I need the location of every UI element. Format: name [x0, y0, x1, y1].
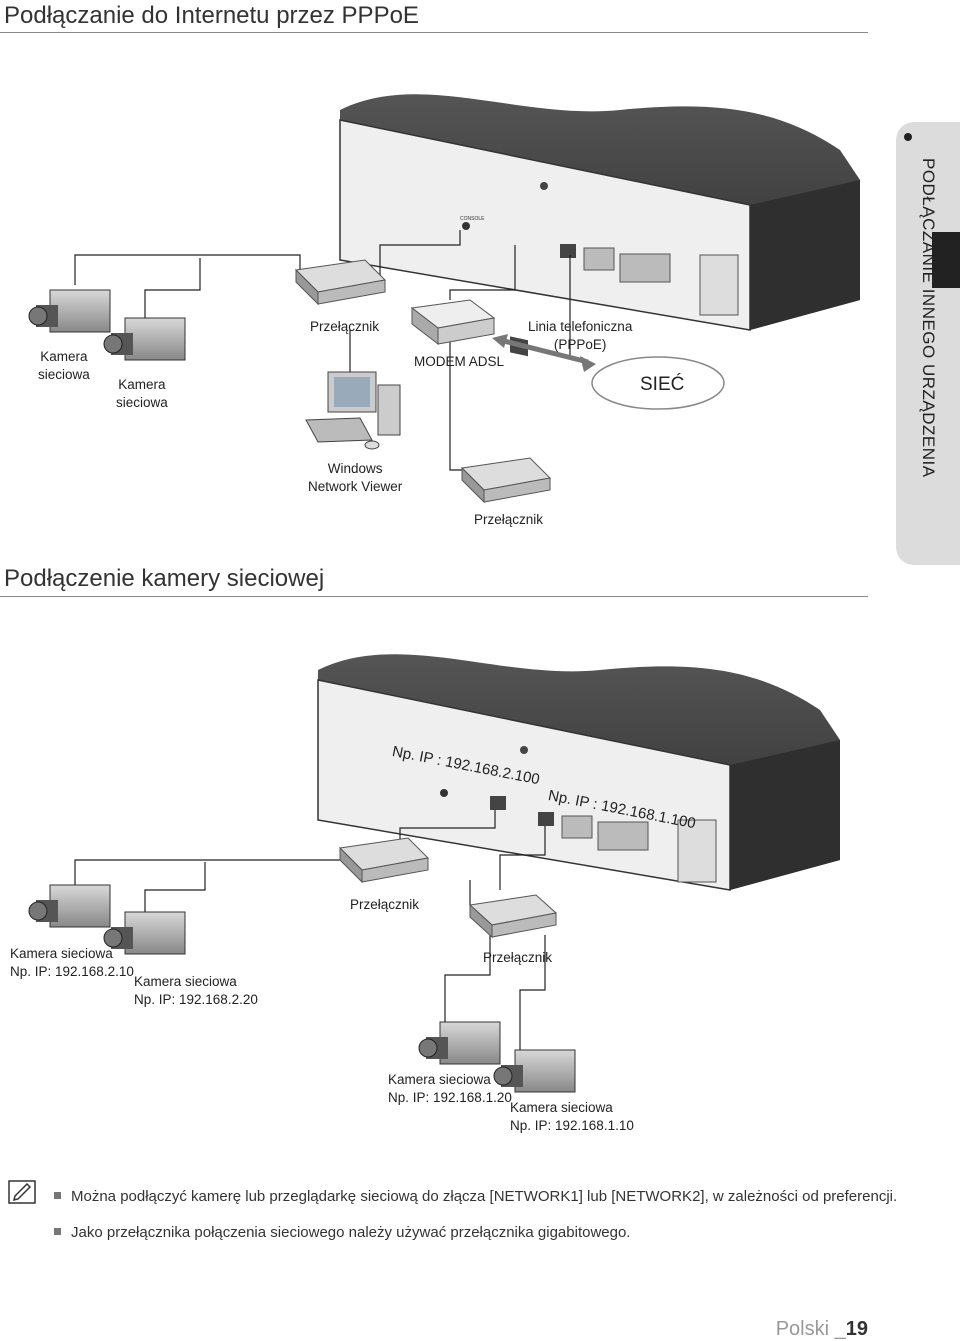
section2-title: Podłączenie kamery sieciowej	[4, 565, 325, 592]
label-camera-b: Kamera sieciowa Np. IP: 192.168.2.20	[134, 974, 258, 1007]
switch-icon-2	[460, 457, 552, 504]
camera-icon-d	[493, 1049, 576, 1093]
camera-icon-b	[103, 911, 186, 955]
side-tab-label: PODŁĄCZANIE INNEGO URZĄDZENIA	[919, 158, 938, 478]
side-tab-dot	[904, 133, 912, 141]
label-modem: MODEM ADSL	[414, 354, 505, 369]
label-network: SIEĆ	[640, 374, 685, 395]
cables-2	[74, 810, 546, 1055]
note-1-text: Można podłączyć kamerę lub przeglądarkę …	[71, 1188, 898, 1205]
note-2: Jako przełącznika połączenia sieciowego …	[54, 1224, 630, 1241]
pppoe-diagram: CONSOLE	[28, 94, 860, 504]
label-switch-4: Przełącznik	[483, 950, 553, 965]
page-footer: Polski _19	[776, 1318, 868, 1341]
section1-title: Podłączanie do Internetu przez PPPoE	[4, 2, 419, 29]
camera-icon-2	[103, 317, 186, 361]
note-1: Można podłączyć kamerę lub przeglądarkę …	[54, 1188, 897, 1205]
console-label: CONSOLE	[460, 216, 485, 222]
label-switch-3: Przełącznik	[350, 897, 420, 912]
label-switch-2: Przełącznik	[474, 512, 544, 527]
camera-connection-diagram	[28, 654, 840, 1093]
switch-icon-4	[468, 894, 558, 939]
label-pc: Windows Network Viewer	[308, 461, 403, 494]
side-tab	[896, 122, 960, 565]
label-camera-c: Kamera sieciowa Np. IP: 192.168.1.20	[388, 1072, 512, 1105]
dvr-device-2	[317, 654, 840, 891]
switch-icon-1	[294, 259, 387, 306]
note-2-text: Jako przełącznika połączenia sieciowego …	[71, 1224, 631, 1241]
page-number: 19	[845, 1318, 868, 1340]
modem-icon	[410, 299, 496, 346]
label-switch-1: Przełącznik	[310, 319, 380, 334]
camera-icon-1	[28, 289, 111, 333]
camera-icon-a	[28, 884, 111, 928]
camera-icon-c	[418, 1021, 501, 1065]
label-camera-d: Kamera sieciowa Np. IP: 192.168.1.10	[510, 1100, 634, 1133]
label-camera-a: Kamera sieciowa Np. IP: 192.168.2.10	[10, 946, 134, 979]
dvr-device: CONSOLE	[339, 94, 860, 357]
pc-icon	[305, 371, 401, 450]
label-camera-2: Kamera sieciowa	[116, 377, 168, 410]
note-icon	[8, 1180, 36, 1204]
section1-rule	[0, 32, 868, 33]
switch-icon-3	[338, 837, 430, 884]
label-phone-line: Linia telefoniczna (PPPoE)	[528, 319, 633, 352]
network-cloud	[591, 356, 725, 410]
phone-line-arrow	[492, 334, 596, 372]
side-tab-marker	[932, 232, 960, 288]
footer-lang: Polski _	[775, 1318, 846, 1340]
section2-rule	[0, 596, 868, 597]
label-camera-1: Kamera sieciowa	[38, 349, 90, 382]
